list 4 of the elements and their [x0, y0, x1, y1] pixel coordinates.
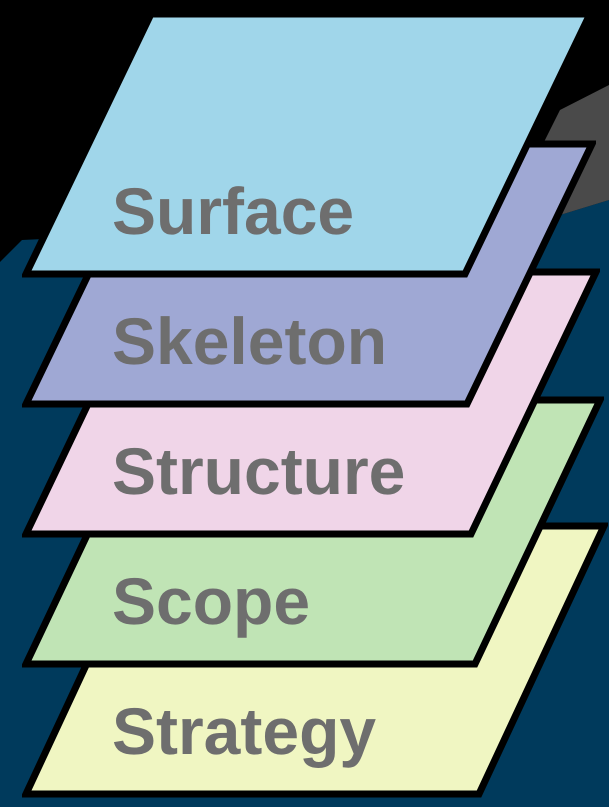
layer-plane: [22, 522, 608, 798]
layer-label: Structure: [112, 438, 406, 504]
layer-label: Skeleton: [112, 308, 388, 374]
layer-label: Surface: [112, 178, 354, 244]
